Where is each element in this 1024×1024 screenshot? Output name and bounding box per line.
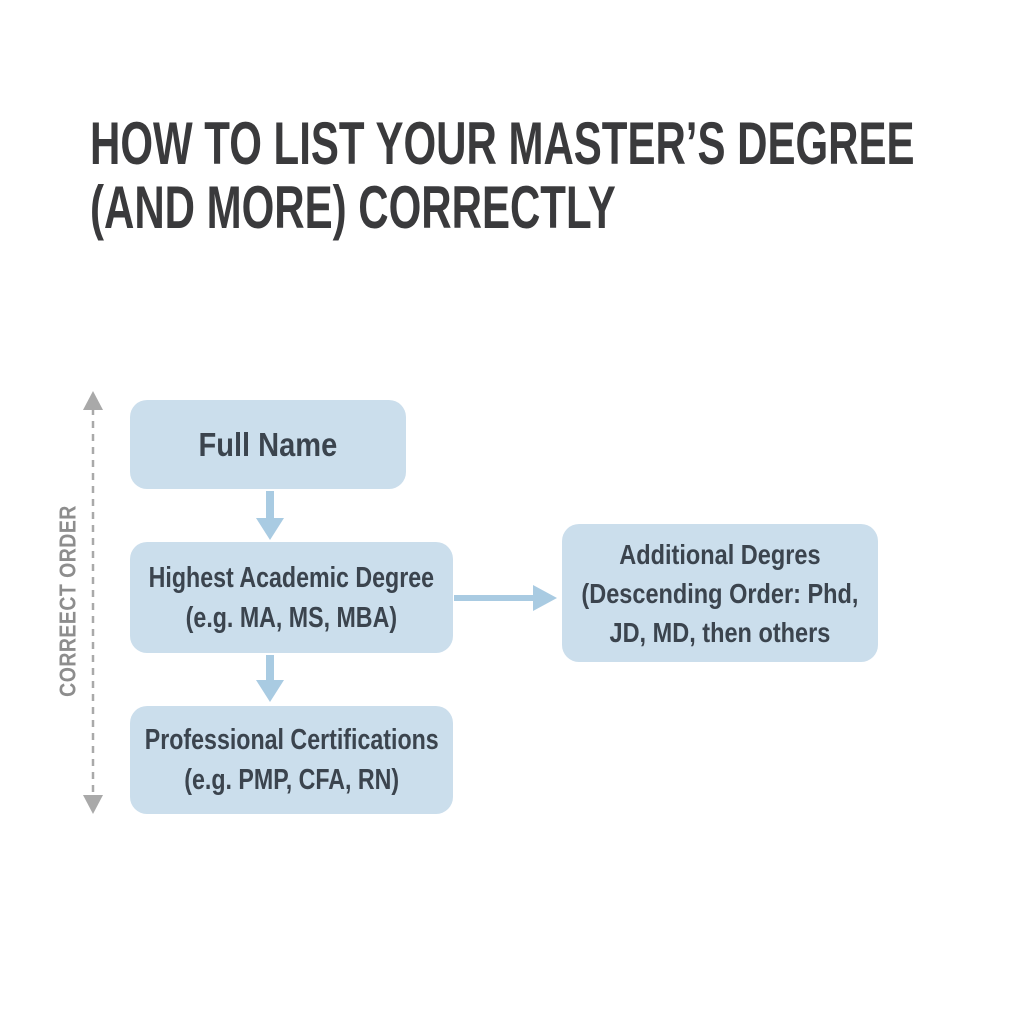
flow-step-label: Highest Academic Degree [148,561,435,594]
page-title-line-2: (AND MORE) CORRECTLY [90,174,616,241]
order-axis-arrow [83,391,103,814]
flow-step-sublabel: (e.g. PMP, CFA, RN) [184,764,399,796]
flow-side-additional-degrees: Additional Degres (Descending Order: Phd… [562,524,878,662]
page-title-line-1: HOW TO LIST YOUR MASTER’S DEGREE [90,110,915,177]
arrow-down-icon [256,655,284,702]
flow-step-sublabel: JD, MD, then others [609,616,831,648]
flow-step-label: Professional Certifications [144,724,439,756]
flow-step-label: Full Name [198,425,338,463]
flow-step-highest-degree: Highest Academic Degree (e.g. MA, MS, MB… [130,542,453,653]
flow-step-label: Additional Degres [619,538,821,570]
arrow-down-icon [256,491,284,540]
order-axis-label: CORREECT ORDER [54,505,81,697]
flow-step-sublabel: (e.g. MA, MS, MBA) [185,601,398,634]
page-title: HOW TO LIST YOUR MASTER’S DEGREE (AND MO… [90,112,1024,240]
flow-step-certifications: Professional Certifications (e.g. PMP, C… [130,706,453,814]
flow-step-full-name: Full Name [130,400,406,489]
flow-step-sublabel: (Descending Order: Phd, [581,577,859,609]
arrow-right-icon [454,585,557,611]
